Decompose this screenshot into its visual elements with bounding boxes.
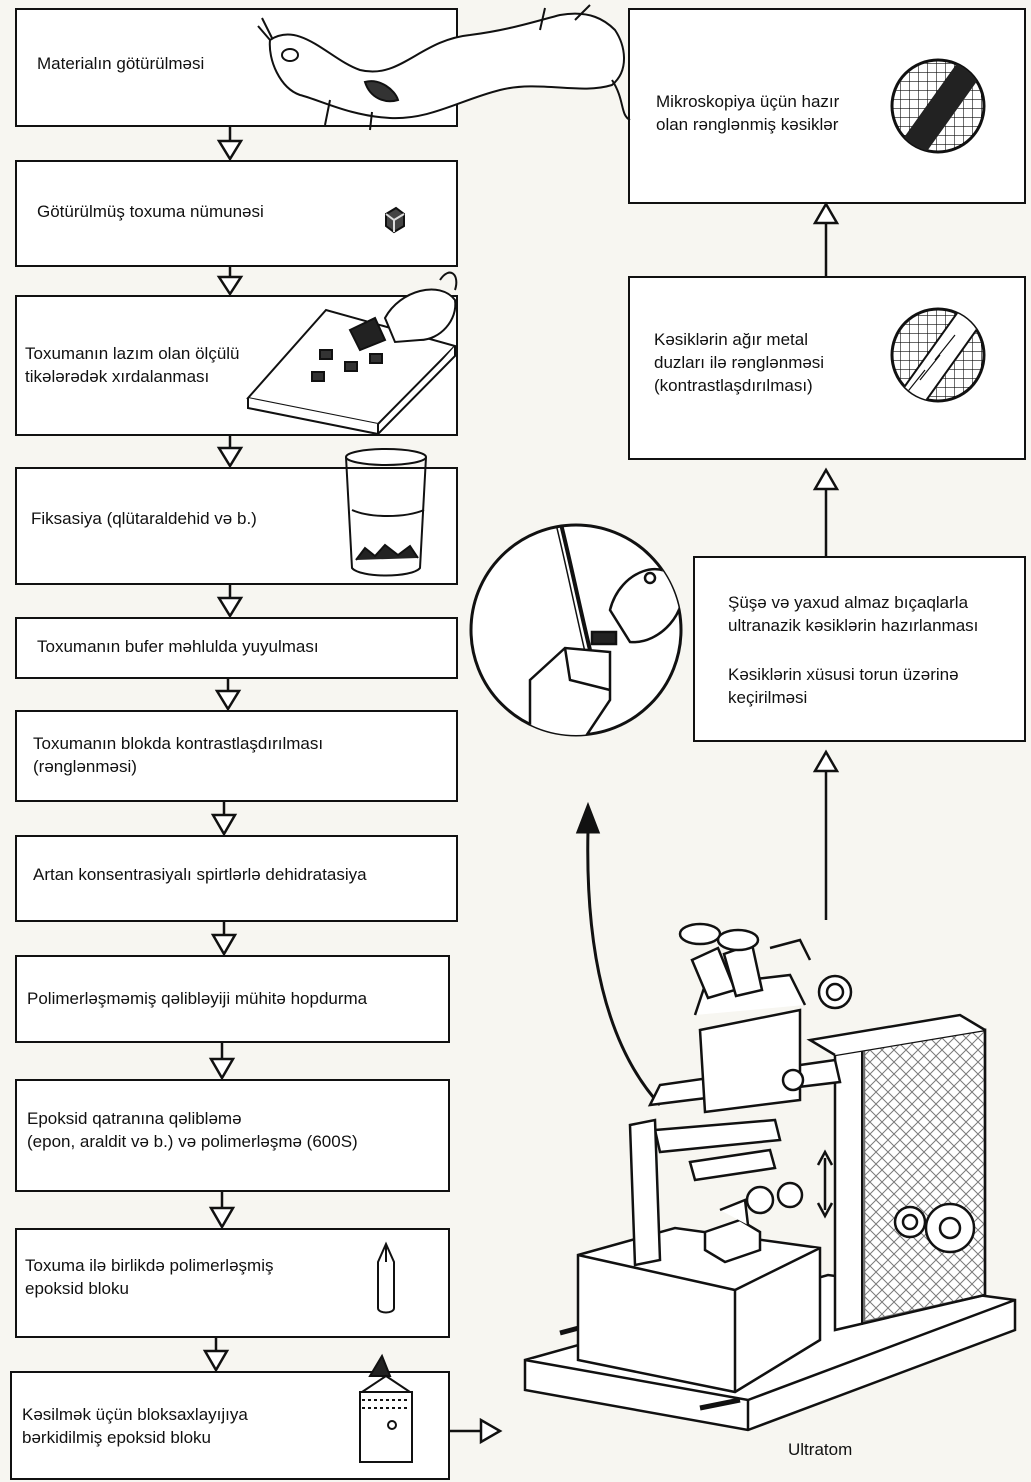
grid-icon [890,307,986,403]
right-label-transfer: Kəsiklərin xüsusi torun üzərinə keçirilm… [728,665,959,707]
step-label: Polimerləşməmiş qəlibləyiji mühitə hopdu… [27,989,368,1008]
knife-closeup-icon [469,523,683,737]
step-label: Toxumanın bufer məhlulda yuyulması [37,637,319,656]
down-arrow [210,922,238,957]
step-box-1: Materialın götürülməsi [15,8,458,127]
capsule-icon [377,1241,395,1314]
beaker-icon [345,448,427,577]
ultratom-caption: Ultratom [788,1440,853,1459]
flow-arrows-right [812,201,840,920]
step-label: Artan konsentrasiyalı spirtlərlə dehidra… [33,865,367,884]
tissue-cube-icon [385,206,405,234]
step-label: Toxumanın blokda kontrastlaşdırılması (r… [33,734,324,776]
grid-stained-icon [890,58,986,154]
rat-icon [257,4,631,131]
right-label-sectioning: Şüşə və yaxud almaz bıçaqlarla ultranazi… [728,593,979,635]
down-arrow [202,1338,230,1373]
up-arrow [812,467,840,556]
right-box-sectioning: Şüşə və yaxud almaz bıçaqlarla ultranazi… [693,556,1026,742]
step-label: Götürülmüş toxuma nümunəsi [37,202,264,221]
scalpel-board-icon [246,271,458,436]
up-arrow [812,749,840,920]
step-label: Kəsilmək üçün bloksaxlayıjıya bərkidilmi… [22,1405,248,1447]
block-holder-icon [358,1353,414,1463]
right-arrow [450,1417,503,1445]
step-label: Epoksid qatranına qəlibləmə (epon, arald… [27,1109,358,1151]
right-label-ready: Mikroskopiya üçün hazır olan rənglənmiş … [656,92,840,134]
step-box-5: Toxumanın bufer məhlulda yuyulması [15,617,458,679]
down-arrow [216,585,244,619]
ultramicrotome-icon [523,922,1017,1432]
step-box-6: Toxumanın blokda kontrastlaşdırılması (r… [15,710,458,802]
flow-arrows-left [202,127,503,1445]
step-box-8: Polimerləşməmiş qəlibləyiji mühitə hopdu… [15,955,450,1043]
down-arrow [208,1043,236,1081]
step-box-7: Artan konsentrasiyalı spirtlərlə dehidra… [15,835,458,922]
step-label: Toxumanın lazım olan ölçülü tikələrədək … [25,344,240,386]
up-arrow [812,201,840,276]
down-arrow [216,436,244,469]
step-box-4: Fiksasiya (qlütaraldehid və b.) [15,467,458,585]
step-box-9: Epoksid qatranına qəlibləmə (epon, arald… [15,1079,450,1192]
down-arrow [210,802,238,837]
step-label: Toxuma ilə birlikdə polimerləşmiş epoksi… [25,1256,274,1298]
down-arrow [208,1192,236,1230]
step-label: Fiksasiya (qlütaraldehid və b.) [31,509,257,528]
step-box-2: Götürülmüş toxuma nümunəsi [15,160,458,267]
down-arrow [216,127,244,162]
down-arrow [216,267,244,297]
right-label-contrast: Kəsiklərin ağır metal duzları ilə rənglə… [654,330,825,395]
down-arrow [214,679,242,712]
step-label: Materialın götürülməsi [37,54,205,73]
curved-arrow [575,801,662,1107]
step-box-10: Toxuma ilə birlikdə polimerləşmiş epoksi… [15,1228,450,1338]
